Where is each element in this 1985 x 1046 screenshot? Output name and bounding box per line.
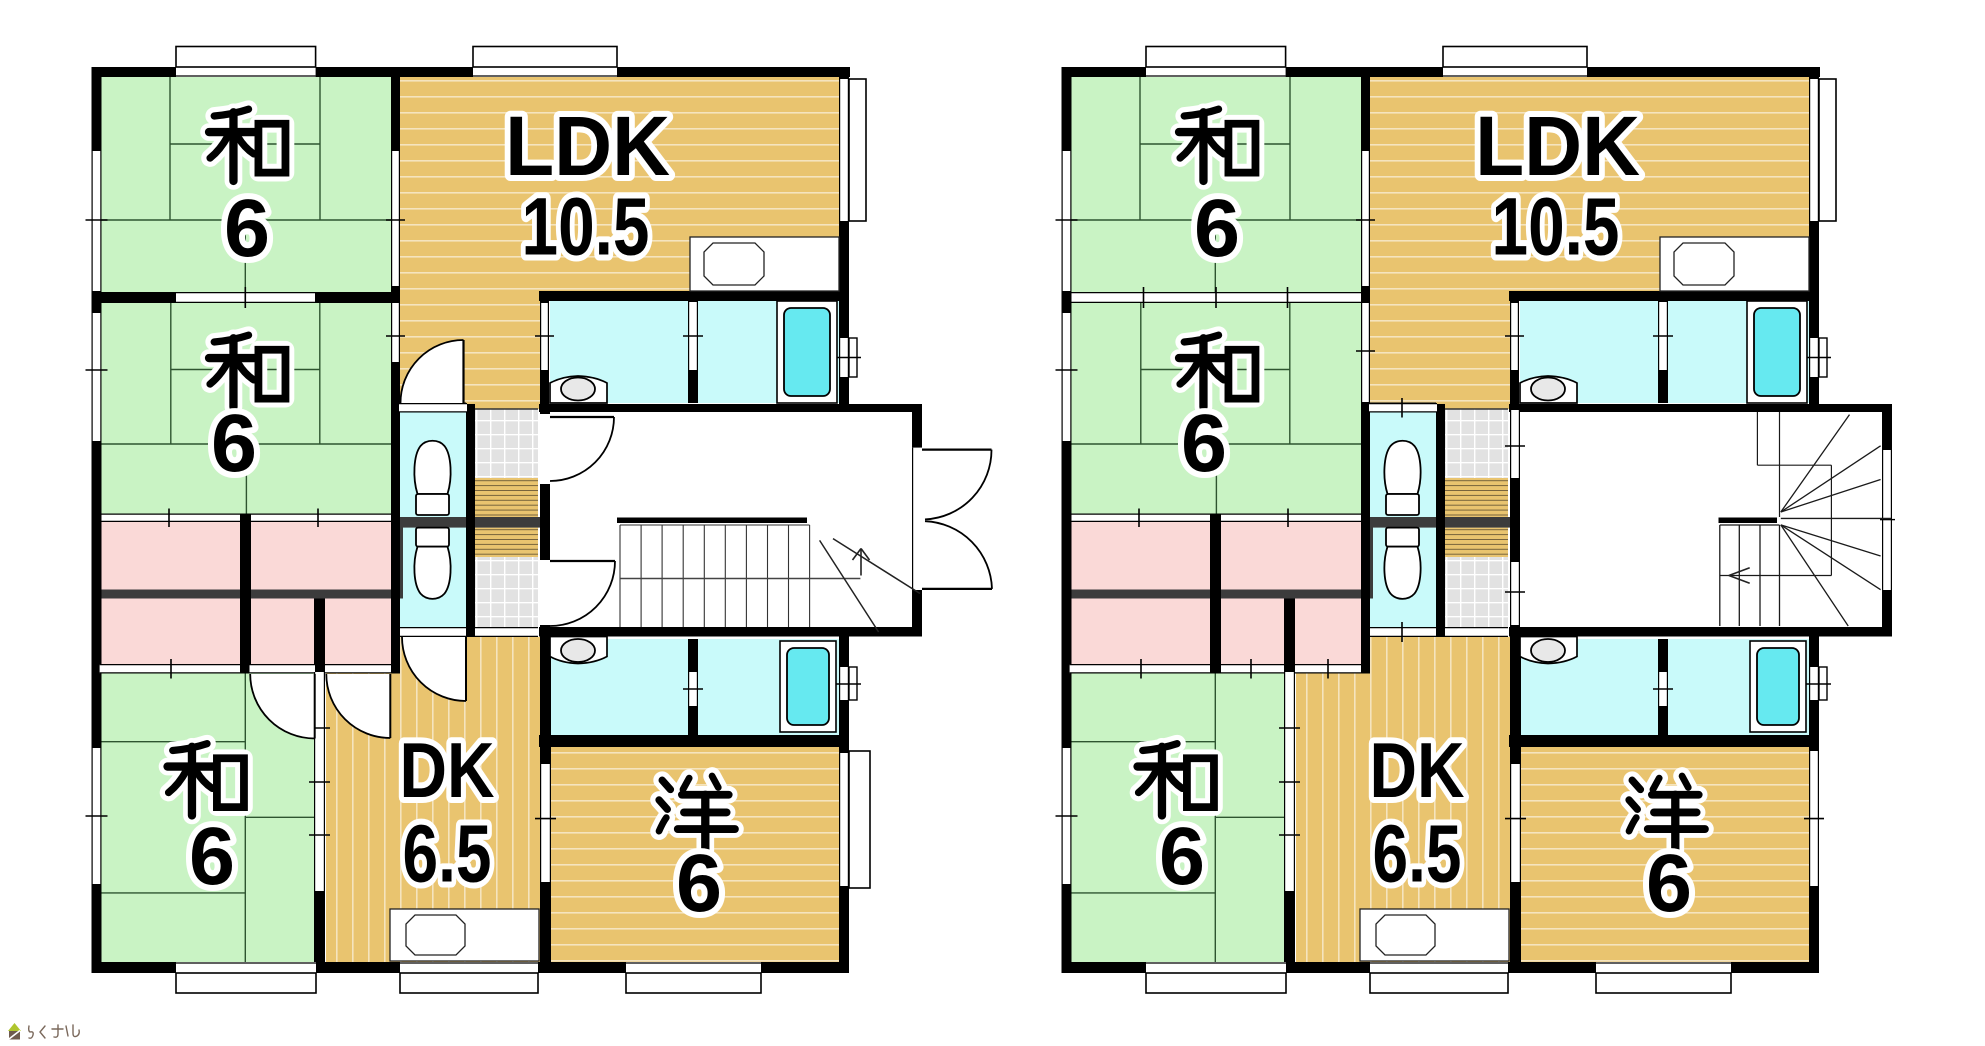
svg-text:6: 6 xyxy=(1181,398,1227,489)
svg-text:6.5: 6.5 xyxy=(1373,809,1462,900)
svg-text:10.5: 10.5 xyxy=(522,181,650,272)
svg-text:LDK: LDK xyxy=(505,99,670,193)
svg-text:10.5: 10.5 xyxy=(1492,181,1620,272)
svg-text:6: 6 xyxy=(224,183,270,274)
svg-text:6: 6 xyxy=(1646,838,1692,929)
svg-text:LDK: LDK xyxy=(1475,99,1640,193)
svg-text:6.5: 6.5 xyxy=(403,809,492,900)
svg-text:6: 6 xyxy=(1159,811,1205,902)
svg-text:DK: DK xyxy=(1370,726,1465,814)
svg-text:6: 6 xyxy=(676,838,722,929)
svg-text:6: 6 xyxy=(211,398,257,489)
svg-text:DK: DK xyxy=(400,726,495,814)
svg-text:6: 6 xyxy=(189,811,235,902)
svg-text:6: 6 xyxy=(1194,183,1240,274)
